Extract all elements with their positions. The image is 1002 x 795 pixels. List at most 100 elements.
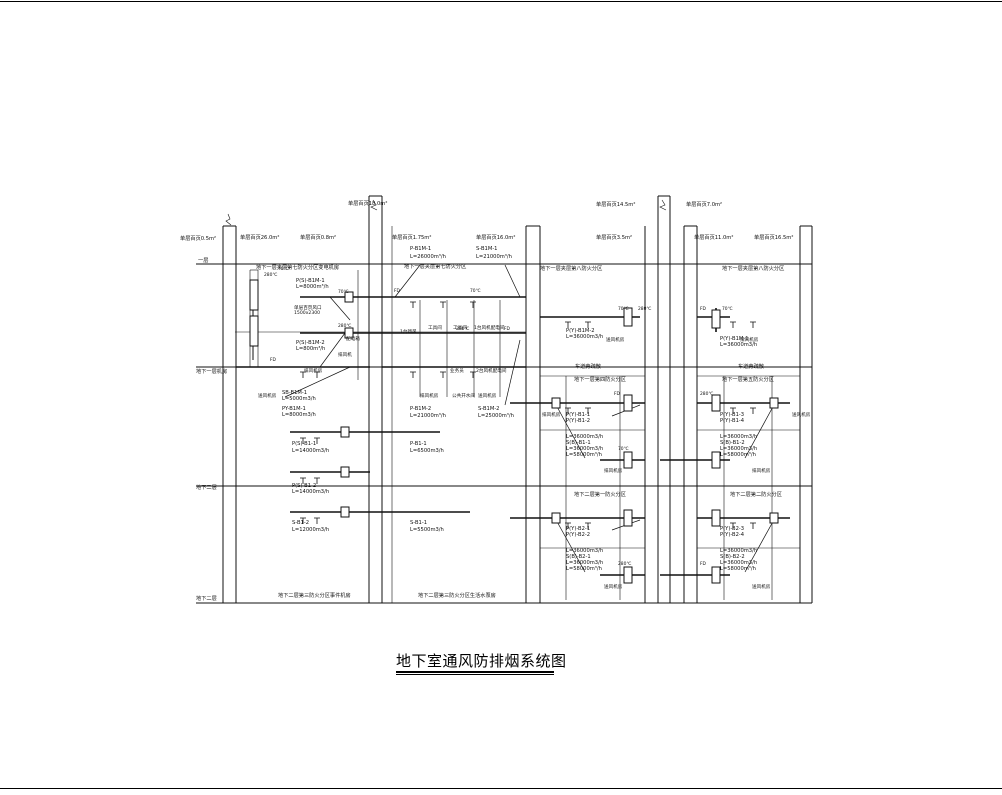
room-label: 排风机房 [304, 367, 323, 374]
leader [554, 402, 586, 459]
grille [730, 407, 756, 414]
louvre-label: 单层百页0.8m² [300, 233, 336, 241]
system-label: L=36000m3/h [720, 548, 757, 554]
zone-label: 地下二层第三防火分区事件机房 [278, 591, 351, 599]
system-label: P(S)-B1M-2 [296, 340, 325, 346]
fan-unit [711, 394, 721, 412]
louvre-label: 单层百页7.0m² [686, 200, 722, 208]
fan-unit [623, 566, 633, 584]
leader [744, 402, 776, 459]
system-label: S-B1-1 [410, 520, 427, 526]
fan-unit [623, 451, 633, 469]
damper-label: 70℃ [618, 446, 629, 452]
system-label: L=58000m³/h [720, 566, 756, 572]
room-label: 业务员 [450, 367, 464, 374]
fan-unit [249, 279, 259, 311]
fan-unit [623, 307, 633, 327]
system-label: P(S)-B1-1 [292, 441, 316, 447]
leader [744, 517, 776, 573]
zone-label: 地下一层第五防火分区 [722, 375, 774, 383]
room-label: 排风机房 [740, 336, 759, 343]
damper-box [551, 512, 561, 524]
zone-label: 地下一层夹层第七防火分区 [404, 262, 466, 270]
damper-label: FD [700, 561, 707, 567]
room-label: 排风机房 [604, 467, 623, 474]
system-label: L=14000m3/h [292, 489, 329, 495]
system-label: L=36000m3/h [566, 446, 603, 452]
damper-label: FD [270, 357, 277, 363]
frame-top-border [0, 1, 1002, 2]
room-label: 排风机 [338, 351, 352, 358]
leader [554, 517, 586, 573]
louvre-label: 单层百页1.75m² [392, 233, 431, 241]
grille [565, 407, 591, 414]
system-label: L=6500m3/h [410, 448, 444, 454]
fan-unit [623, 394, 633, 412]
damper-label: 280℃ [638, 306, 651, 312]
grille [300, 517, 320, 524]
fan-unit [711, 509, 721, 527]
room-label: 工具间 [428, 324, 442, 331]
room-label: 2台风机配电间 [476, 367, 507, 374]
system-label: P(Y)-B2-2 [566, 532, 590, 538]
system-label: PY-B1M-1 [282, 406, 306, 412]
damper-label: 280℃ [618, 561, 631, 567]
damper-label: FD [614, 391, 621, 397]
system-label: P(Y)-B1-1 [566, 412, 590, 418]
system-label: L=5500m3/h [410, 527, 444, 533]
grille [565, 522, 591, 529]
damper-box [340, 466, 350, 478]
damper-box [344, 291, 354, 303]
louvre-label: 单层百页3.5m² [596, 233, 632, 241]
damper-box [340, 426, 350, 438]
system-label: L=36000m3/h [566, 334, 603, 340]
system-label: L=12000m3/h [292, 527, 329, 533]
system-label: L=36000m3/h [720, 446, 757, 452]
system-label: SB-B1M-1 [282, 390, 307, 396]
room-label: 送风机房 [604, 583, 623, 590]
damper-label: 70℃ [618, 306, 629, 312]
damper-box [769, 512, 779, 524]
floor-label: 一层 [198, 257, 208, 264]
leader [504, 339, 521, 406]
system-label: L=36000m3/h [566, 434, 603, 440]
zone-label: 地下一层夹层第八防火分区 [540, 264, 602, 272]
system-label: P(Y)-B2-4 [720, 532, 745, 538]
damper-label: 280℃ [264, 272, 277, 278]
room-label: 送风机房 [606, 336, 625, 343]
zone-label: 地下二层第二防火分区 [730, 490, 782, 498]
system-label: L=800m³/h [296, 346, 325, 352]
louvre-label: 单层百页16.5m² [754, 233, 793, 241]
zone-label: 地下二层第三防火分区生活水泵房 [418, 591, 496, 599]
grille [300, 477, 320, 484]
grille [730, 522, 756, 529]
louvre-label: 单层百页26.0m² [240, 233, 279, 241]
fan-unit [711, 309, 721, 329]
diagonal-leaders [284, 264, 776, 573]
title-underline-thin [396, 674, 554, 675]
room-label: 1500x2300 [294, 310, 320, 316]
room-label: 送风机房 [478, 392, 497, 399]
room-label: 配电箱 [346, 335, 360, 342]
system-label: L=14000m3/h [292, 448, 329, 454]
leader [319, 332, 346, 368]
system-label: P-B1M-2 [410, 406, 431, 412]
damper-label: 280℃ [700, 391, 713, 397]
damper-label: FD [504, 326, 511, 332]
system-label: L=21000m³/h [410, 413, 446, 419]
room-label: 排风机房 [542, 411, 561, 418]
break-mark [370, 199, 378, 211]
louvre-label: 单层百页14.5m² [596, 200, 635, 208]
structure-lines [196, 195, 813, 604]
system-label: L=8000m³/h [296, 284, 329, 290]
frame-bottom-border [0, 788, 1002, 789]
room-label: 1台新风 [400, 328, 417, 335]
damper-box [340, 506, 350, 518]
fan-unit [711, 566, 721, 584]
grille-markers [300, 301, 756, 529]
fan-unit [711, 451, 721, 469]
system-label: L=58000m³/h [720, 452, 756, 458]
system-label: P(Y)-B1M-1 [720, 336, 749, 342]
floor-label: 地下二层 [196, 483, 217, 491]
